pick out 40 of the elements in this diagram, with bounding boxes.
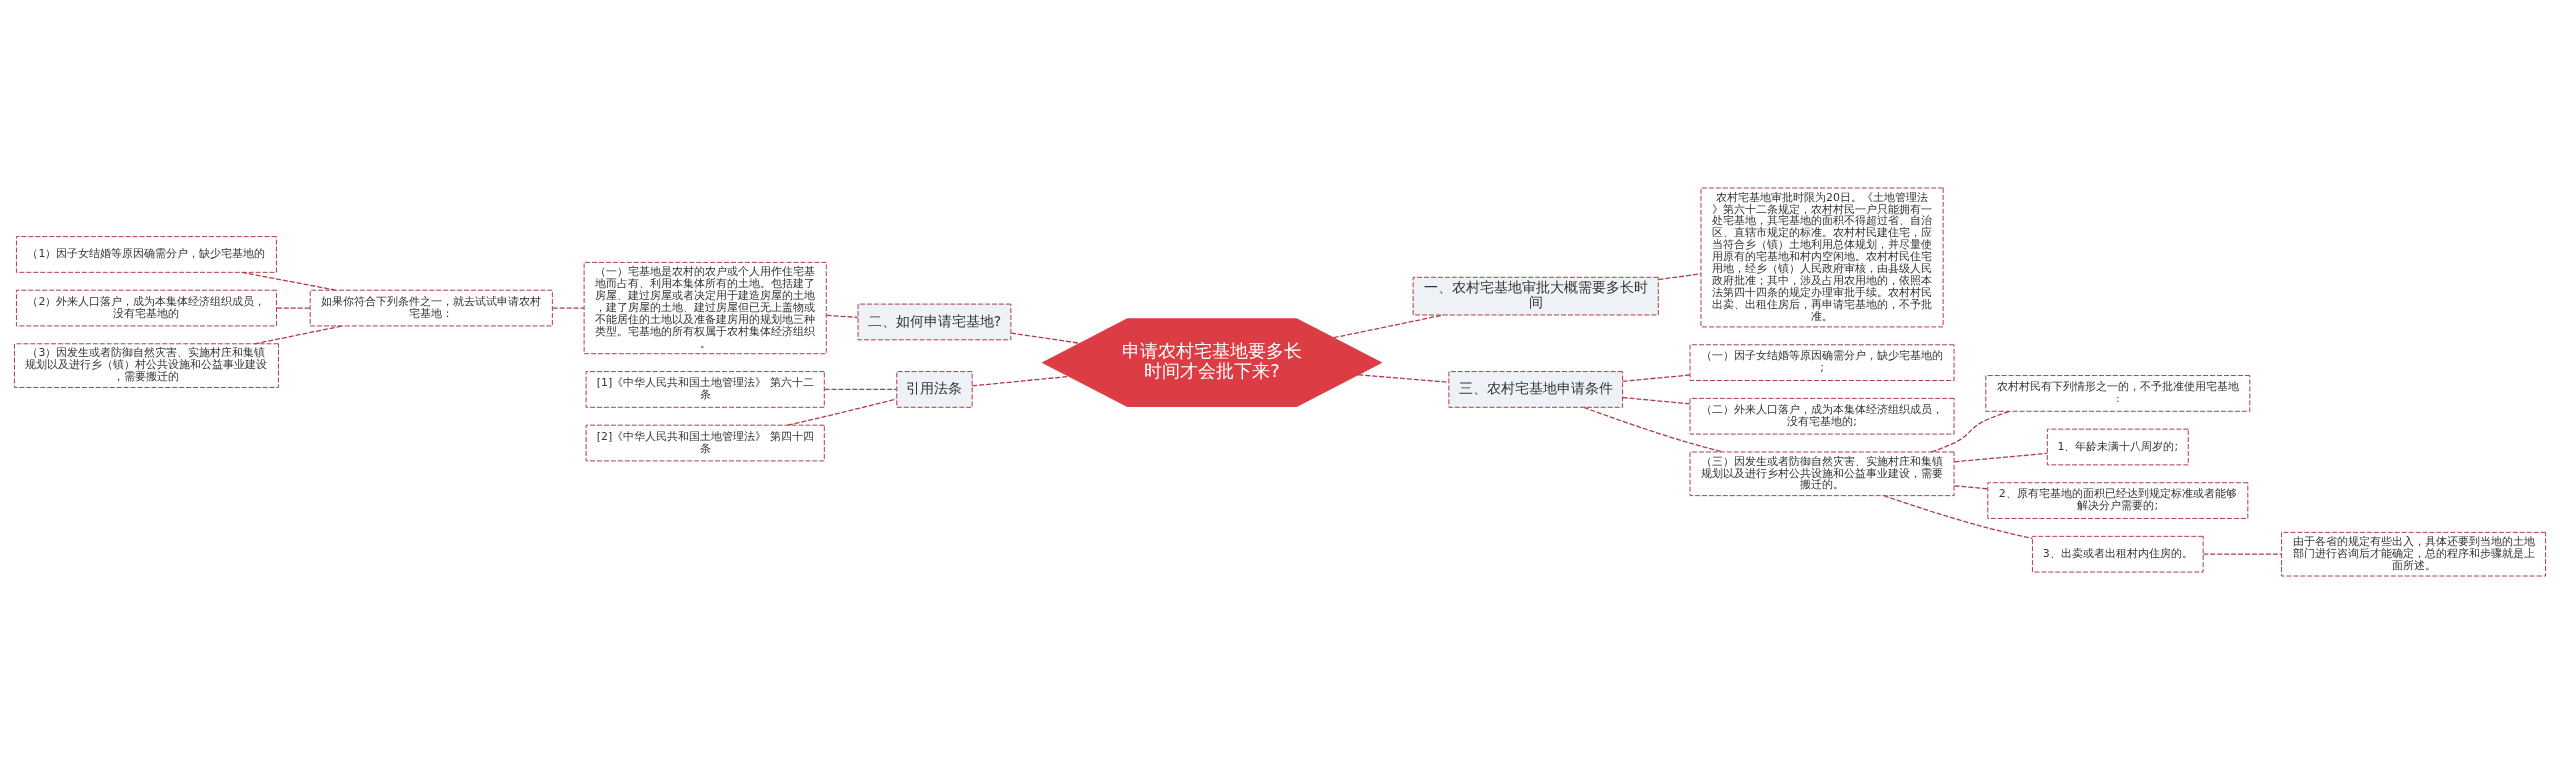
node-box: [2]《中华人民共和国土地管理法》 第四十四条 <box>585 424 825 462</box>
connector <box>1883 495 2033 540</box>
connector <box>1657 273 1702 281</box>
connector <box>2202 553 2283 555</box>
connector <box>552 307 585 309</box>
connector <box>241 271 337 291</box>
node-box: 三、农村宅基地申请条件 <box>1448 371 1624 408</box>
connector <box>1333 314 1444 339</box>
node-box: （三）因发生或者防御自然灾害、实施村庄和集镇规划以及进行乡村公共设施和公益事业建设，需要搬迁的。 <box>1689 451 1955 497</box>
connector <box>276 307 311 309</box>
connector <box>971 375 1070 387</box>
node-box: 一、农村宅基地审批大概需要多长时间 <box>1412 276 1659 316</box>
connector <box>1357 374 1450 383</box>
node-box: 农村宅基地审批时限为20日。《土地管理法》第六十二条规定，农村村民一户只能拥有一处宅基地，其宅基地的面积不得超过省、自治区、直辖市规定的标准。农村村民建住宅，应当符合乡（镇）土地利用总体规划，并尽量使用原有的宅基地和村内空闲地。农村村民住宅用地，经乡（镇）人民政府审核，由县级人民政府批准；其中，涉及占用农用地的，依照本法第四十四条的规定办理审批手续。农村村民出卖、出租住房后，再申请宅基地的，不予批准。 <box>1700 187 1944 328</box>
connector <box>1583 406 1724 453</box>
connector <box>825 314 859 318</box>
node-box: 3、出卖或者出租村内住房的。 <box>2031 535 2204 573</box>
connector <box>1953 452 2048 463</box>
node-box: 如果你符合下列条件之一，就去试试申请农村宅基地： <box>309 289 553 327</box>
node-box: （1）因子女结婚等原因确需分户，缺少宅基地的 <box>15 236 277 273</box>
node-box: 由于各省的规定有些出入，具体还要到当地的土地部门进行咨询后才能确定，总的程序和步骤就是上面所述。 <box>2281 531 2547 577</box>
connector <box>1010 332 1081 344</box>
node-box: （一）宅基地是农村的农户或个人用作住宅基地而占有、利用本集体所有的土地。包括建了房屋、建过房屋或者决定用于建造房屋的土地，建了房屋的土地、建过房屋但已无上盖物或不能居住的土地以及准备建房用的规划地三种类型。宅基地的所有权属于农村集体经济组织。 <box>583 261 827 355</box>
connector <box>1930 410 2011 453</box>
node-box: （2）外来人口落户，成为本集体经济组织成员，没有宅基地的 <box>15 289 277 327</box>
connector <box>1622 374 1691 382</box>
node-box: 1、年龄未满十八周岁的; <box>2046 428 2189 466</box>
connector <box>1953 485 1989 490</box>
connector <box>254 325 343 345</box>
node-box: （一）因子女结婚等原因确需分户，缺少宅基地的; <box>1689 344 1955 381</box>
node-box: （3）因发生或者防御自然灾害、实施村庄和集镇规划以及进行乡（镇）村公共设施和公益事业建设，需要搬迁的 <box>13 343 279 388</box>
node-box: 农村村民有下列情形之一的，不予批准使用宅基地: <box>1985 375 2251 412</box>
node-box: 引用法条 <box>896 371 973 408</box>
connector <box>1622 396 1691 405</box>
connector <box>823 388 897 391</box>
node-box: [1]《中华人民共和国土地管理法》 第六十二条 <box>585 371 825 408</box>
node-box: 二、如何申请宅基地? <box>857 303 1012 341</box>
node-box: （二）外来人口落户，成为本集体经济组织成员，没有宅基地的; <box>1689 397 1955 435</box>
connector <box>787 398 897 426</box>
node-box: 2、原有宅基地的面积已经达到规定标准或者能够解决分户需要的; <box>1987 482 2249 519</box>
